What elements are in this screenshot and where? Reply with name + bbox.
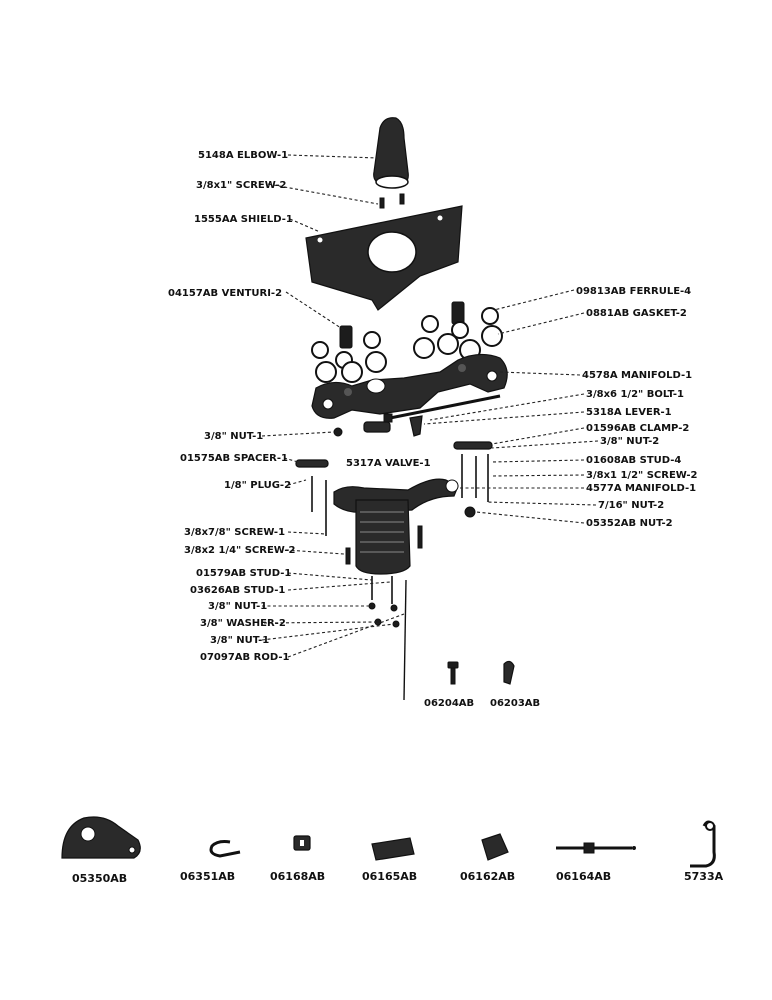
label-06351: 06351AB bbox=[180, 870, 235, 883]
label-05350: 05350AB bbox=[72, 872, 127, 885]
venturi-part bbox=[339, 301, 465, 349]
callout-clamp: 01596AB CLAMP-2 bbox=[586, 423, 689, 434]
callout-gasket: 0881AB GASKET-2 bbox=[586, 308, 687, 319]
part-06165-drawing bbox=[371, 837, 415, 861]
part-06351-drawing bbox=[209, 840, 241, 858]
upper-manifold-part bbox=[311, 353, 508, 419]
bottom-parts-row: 05350AB 06351AB 06168AB 06165AB 06162AB … bbox=[61, 816, 724, 885]
callout-nut-c: 3/8" NUT-1 bbox=[204, 431, 263, 442]
callout-labels: 5148A ELBOW-1 3/8x1" SCREW-2 1555AA SHIE… bbox=[168, 150, 698, 709]
shield-part bbox=[305, 205, 463, 311]
part-05350-drawing bbox=[61, 816, 141, 859]
callout-manifold-upper: 4578A MANIFOLD-1 bbox=[582, 370, 692, 381]
callout-plug: 1/8" PLUG-2 bbox=[224, 480, 291, 491]
callout-ferrule: 09813AB FERRULE-4 bbox=[576, 286, 691, 297]
screw-pair-part bbox=[379, 193, 405, 209]
studs-part bbox=[311, 454, 489, 536]
callout-nut-05352: 05352AB NUT-2 bbox=[586, 518, 673, 529]
part-06168-drawing bbox=[293, 835, 311, 851]
callout-screw-b: 3/8x1 1/2" SCREW-2 bbox=[586, 470, 698, 481]
gasket-rings-part bbox=[311, 307, 503, 383]
label-06164: 06164AB bbox=[556, 870, 611, 883]
callout-screw-c: 3/8x7/8" SCREW-1 bbox=[184, 527, 285, 538]
callout-stud-b: 03626AB STUD-1 bbox=[190, 585, 285, 596]
rod-part bbox=[403, 579, 407, 701]
callout-lever: 5318A LEVER-1 bbox=[586, 407, 672, 418]
leader-lines bbox=[261, 154, 599, 658]
callout-elbow: 5148A ELBOW-1 bbox=[198, 150, 288, 161]
label-06168: 06168AB bbox=[270, 870, 325, 883]
callout-nut-e: 3/8" NUT-1 bbox=[210, 635, 269, 646]
callout-nut-a: 3/8" NUT-2 bbox=[600, 436, 659, 447]
part-5733-drawing bbox=[690, 820, 716, 868]
callout-shield: 1555AA SHIELD-1 bbox=[194, 214, 293, 225]
callout-screw-d: 3/8x2 1/4" SCREW-2 bbox=[184, 545, 296, 556]
callout-rod: 07097AB ROD-1 bbox=[200, 652, 289, 663]
callout-valve: 5317A VALVE-1 bbox=[346, 458, 431, 469]
lever-part bbox=[409, 415, 423, 437]
callout-nut-b: 7/16" NUT-2 bbox=[598, 500, 664, 511]
callout-washer: 3/8" WASHER-2 bbox=[200, 618, 286, 629]
part-06162-drawing bbox=[481, 833, 509, 861]
callout-bolt: 3/8x6 1/2" BOLT-1 bbox=[586, 389, 684, 400]
callout-stud-4: 01608AB STUD-4 bbox=[586, 455, 681, 466]
label-06203: 06203AB bbox=[490, 698, 540, 709]
callout-stud-a: 01579AB STUD-1 bbox=[196, 568, 291, 579]
body-screws-part bbox=[345, 525, 423, 565]
lower-manifold-part bbox=[333, 478, 459, 575]
callout-venturi: 04157AB VENTURI-2 bbox=[168, 288, 282, 299]
elbow-part bbox=[373, 117, 409, 189]
label-06165: 06165AB bbox=[362, 870, 417, 883]
part-06164-drawing bbox=[556, 842, 636, 854]
lower-fasteners-part bbox=[368, 576, 400, 628]
valve-part bbox=[363, 421, 391, 433]
label-06162: 06162AB bbox=[460, 870, 515, 883]
label-5733: 5733A bbox=[684, 870, 724, 883]
callout-nut-d: 3/8" NUT-1 bbox=[208, 601, 267, 612]
callout-screw: 3/8x1" SCREW-2 bbox=[196, 180, 286, 191]
callout-manifold-lower: 4577A MANIFOLD-1 bbox=[586, 483, 696, 494]
label-06204: 06204AB bbox=[424, 698, 474, 709]
callout-spacer: 01575AB SPACER-1 bbox=[180, 453, 288, 464]
small-parts-drawing bbox=[447, 660, 515, 685]
clamp-bars-part bbox=[295, 427, 493, 468]
